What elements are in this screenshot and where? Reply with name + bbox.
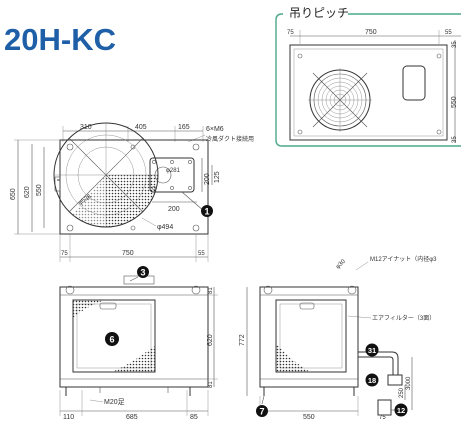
top-dim-phi281: φ281 [166,168,181,174]
side-filter-panel [275,299,347,373]
front-dim-81-top: 81 [208,287,214,294]
side-dim-772: 772 [239,334,246,346]
side-nut-label: M12アイナット（内径φ3 [370,255,437,263]
side-dim-3000: 3000 [406,376,412,390]
callout-3-label: 3 [140,268,145,278]
front-unit-outline [59,286,209,388]
top-duct-note: 冷風ダクト接続用 [206,135,254,143]
pitch-label: 吊りピッチ [289,6,349,20]
pitch-panel-cutout [402,65,426,101]
pitch-unit-outline [289,44,448,141]
side-dim-250: 250 [399,387,405,398]
top-dim-165: 165 [178,124,190,131]
callout-18-label: 18 [368,376,376,385]
front-dim-685: 685 [126,414,138,421]
top-view: 310 405 165 6×M6 冷風ダクト接続用 φ538 [10,122,254,262]
callout-31-label: 31 [368,346,376,355]
side-dim-75: 75 [379,415,386,421]
callout-3 [137,266,149,278]
pitch-view: 吊りピッチ 75 750 55 35 550 35 [275,6,461,147]
side-dim-550: 550 [303,414,315,421]
top-dim-55: 55 [198,251,205,257]
top-dim-405: 405 [135,124,147,131]
callout-1 [201,205,213,217]
pitch-dim-750: 750 [365,29,377,36]
callout-1-label: 1 [204,207,209,217]
pitch-dim-35-bottom: 35 [452,136,458,143]
top-dim-550: 550 [36,184,43,196]
front-dim-85: 85 [190,414,198,421]
top-dim-310: 310 [80,124,92,131]
top-dim-750: 750 [122,250,134,257]
front-bolt-label: M20足 [104,398,125,406]
model-title: 20H-KC [4,22,116,57]
callout-6 [105,332,119,346]
top-dim-200-v: 200 [204,173,211,185]
pitch-dim-75: 75 [287,30,294,36]
callout-31 [365,343,379,357]
top-duct-flange [149,157,195,193]
front-dim-110: 110 [63,414,74,421]
pitch-dim-550: 550 [451,96,458,108]
side-filter-label: エアフィルター（3面） [372,314,435,322]
top-dim-650: 650 [10,188,17,200]
callout-7 [256,405,268,417]
pitch-dim-55: 55 [445,30,452,36]
top-dim-200: 200 [168,206,180,213]
pitch-dim-35-top: 35 [452,41,458,48]
side-drain-box [377,399,392,416]
callout-7-label: 7 [259,407,264,417]
front-dim-81-bottom: 81 [208,381,214,388]
side-unit-outline [259,286,359,388]
top-holes-note: 6×M6 [206,126,224,133]
callout-6-label: 6 [109,335,114,345]
top-dim-75: 75 [61,251,68,257]
top-dim-phi494: φ494 [157,224,173,231]
callout-12-label: 12 [397,406,405,415]
top-dim-125: 125 [214,171,221,183]
side-dim-phi30: φ30 [335,258,347,270]
callout-12 [394,403,408,417]
top-dim-620: 620 [24,186,31,198]
side-view: M12アイナット（内径φ3 φ30 エアフィルター（3面） 772 3000 2… [239,255,437,421]
front-view: M20足 81 620 81 110 685 85 3 6 [59,266,218,421]
front-dim-620: 620 [207,334,214,346]
callout-18 [365,373,379,387]
